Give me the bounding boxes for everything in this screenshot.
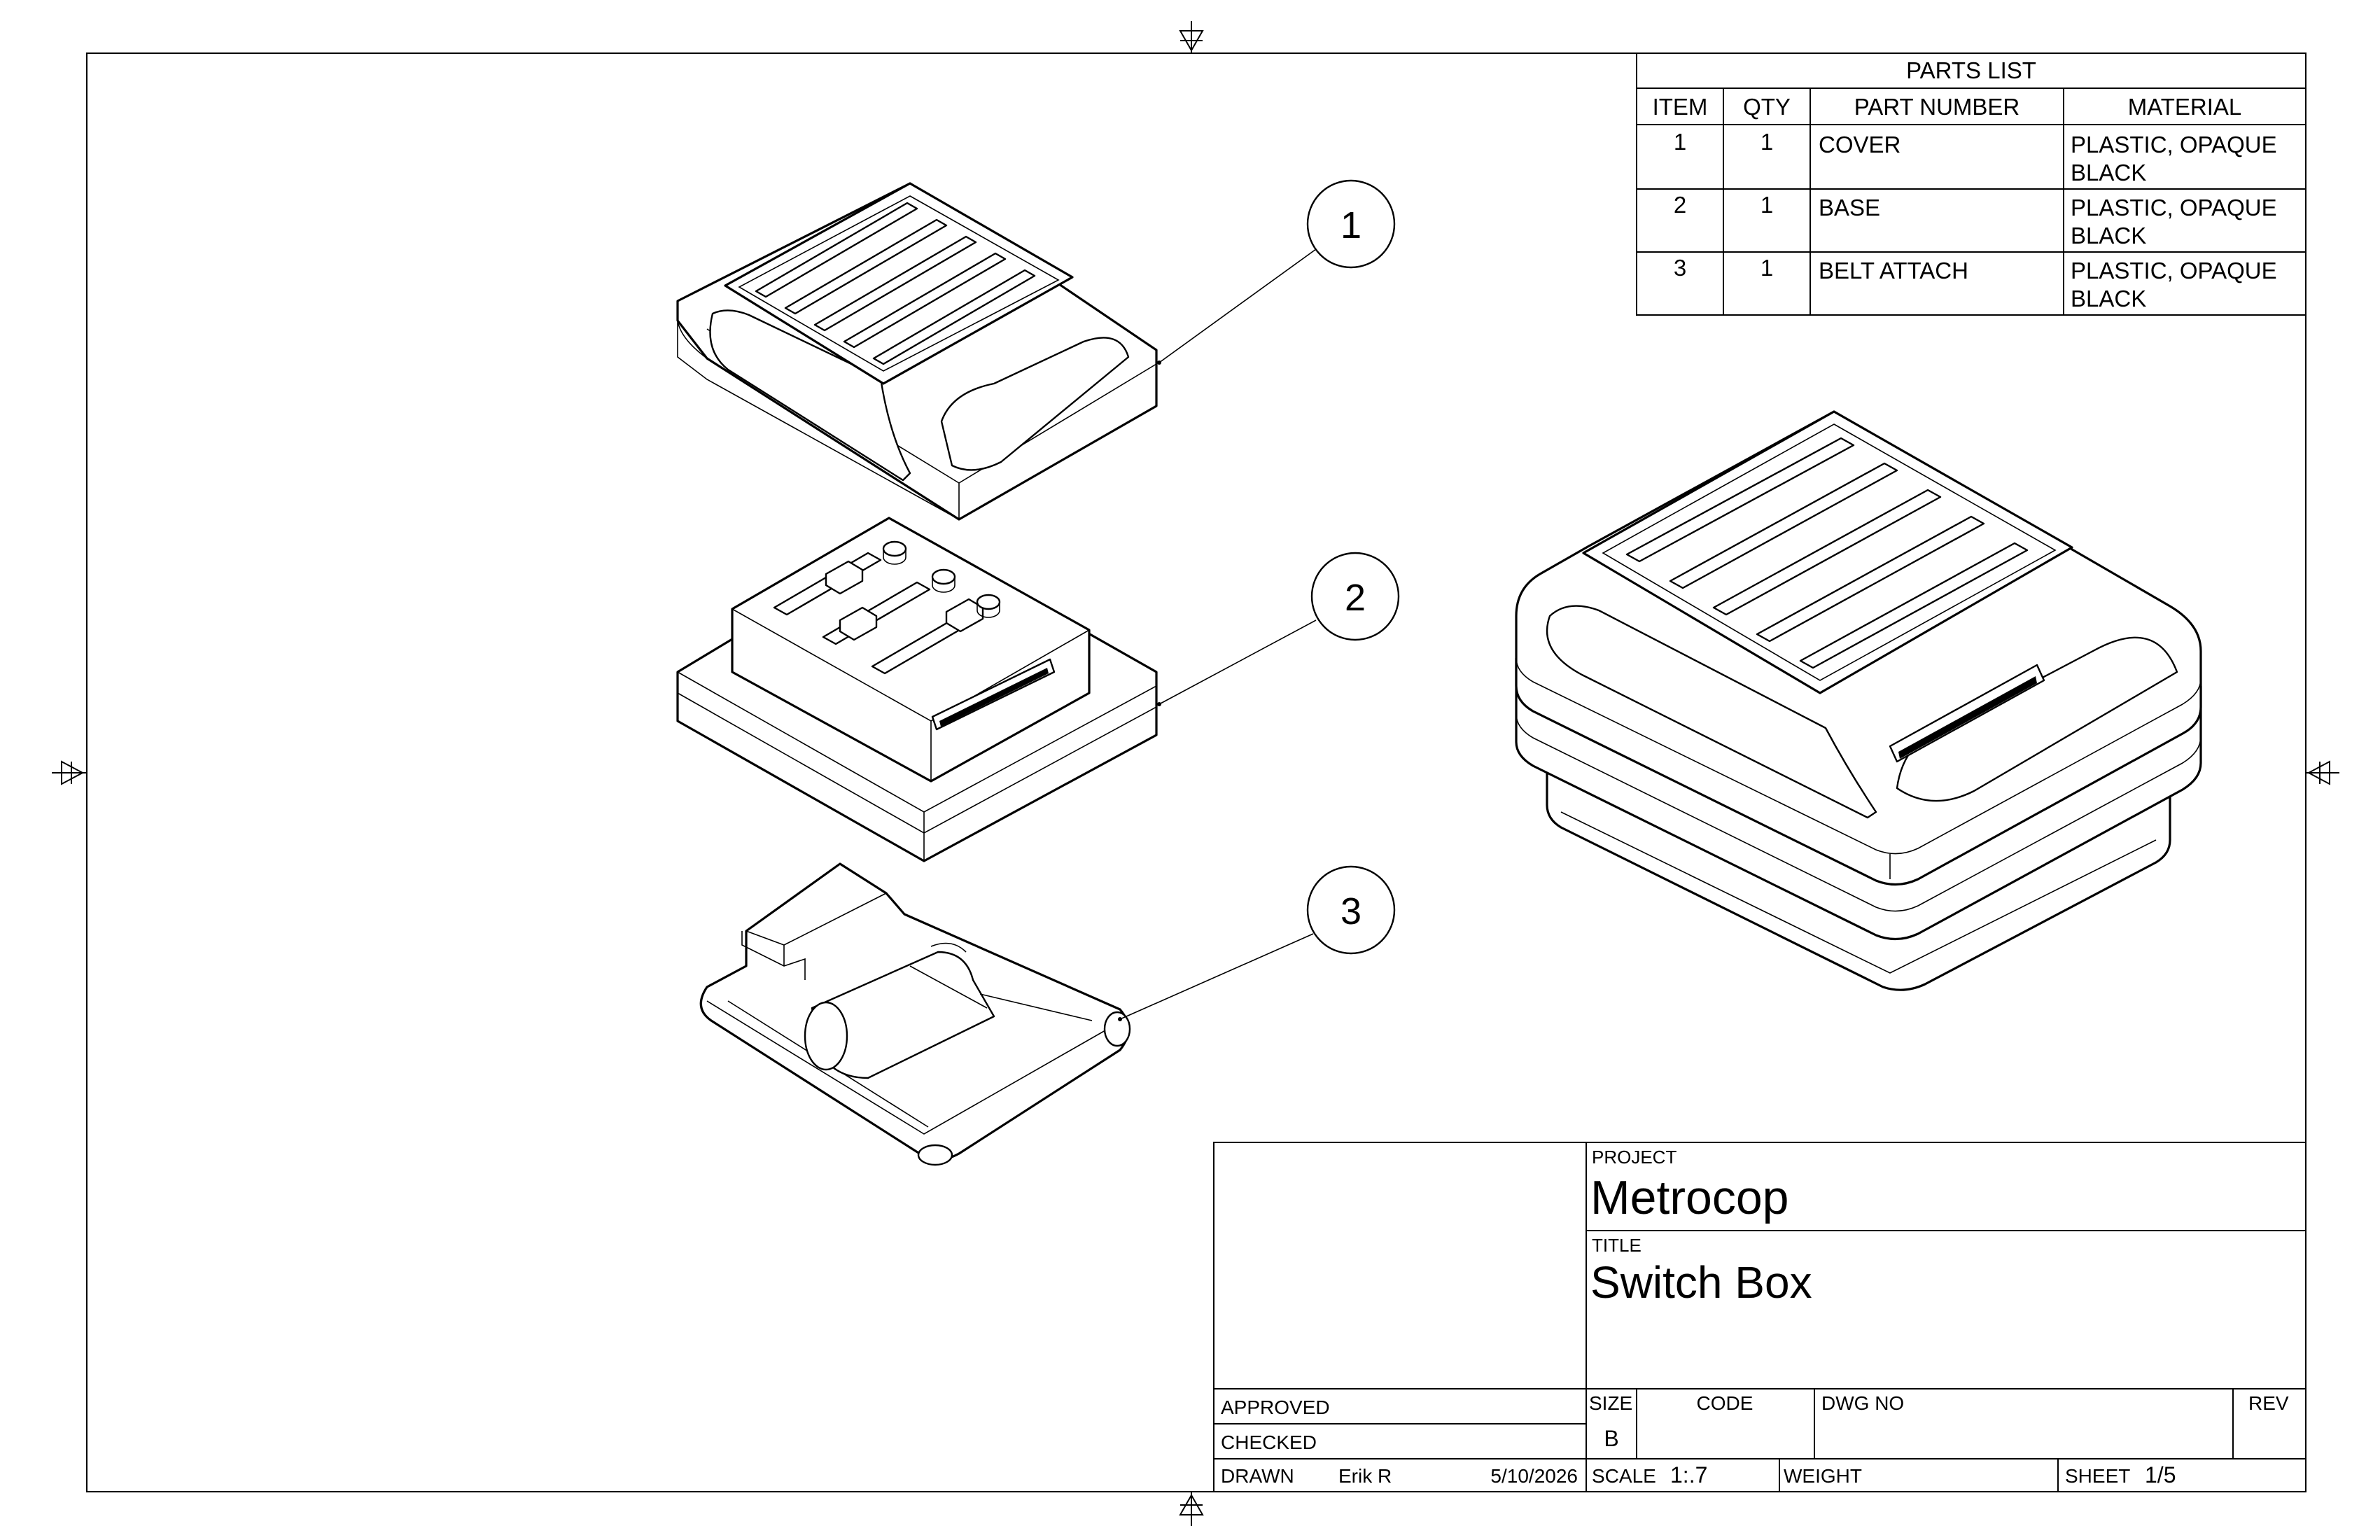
row-part-number: BELT ATTACH xyxy=(1819,258,1968,284)
dip-switch xyxy=(931,658,1056,731)
rev-label: REV xyxy=(2248,1392,2289,1414)
parts-row-1: 1 1 COVER PLASTIC, OPAQUE BLACK xyxy=(1674,129,2277,186)
drawn-label: DRAWN xyxy=(1221,1465,1294,1487)
scale-value: 1:.7 xyxy=(1670,1462,1707,1488)
belt-attach-part-view xyxy=(699,862,1131,1166)
centering-mark-bottom xyxy=(1179,1492,1204,1526)
cover-vent-slots xyxy=(755,202,1036,365)
row-material-2: BLACK xyxy=(2071,223,2146,248)
sheet-label: SHEET xyxy=(2065,1465,2130,1487)
weight-label: WEIGHT xyxy=(1784,1465,1862,1487)
row-material: PLASTIC, OPAQUE xyxy=(2071,258,2277,284)
balloon-1-label: 1 xyxy=(1340,204,1362,246)
header-item: ITEM xyxy=(1653,94,1708,120)
row-qty: 1 xyxy=(1760,255,1773,281)
cover-part-view xyxy=(676,182,1158,521)
balloon-1: 1 xyxy=(1157,179,1396,365)
assembled-view xyxy=(1515,410,2202,991)
balloon-2: 2 xyxy=(1157,552,1400,706)
parts-list: PARTS LIST ITEM QTY PART NUMBER MATERIAL… xyxy=(1636,52,2306,316)
base-part-view xyxy=(676,517,1158,862)
scale-label: SCALE xyxy=(1592,1465,1656,1487)
row-part-number: COVER xyxy=(1819,132,1900,158)
row-part-number: BASE xyxy=(1819,195,1880,220)
centering-mark-right xyxy=(2306,760,2339,785)
row-material: PLASTIC, OPAQUE xyxy=(2071,132,2277,158)
title-label: TITLE xyxy=(1592,1235,1642,1256)
row-material-2: BLACK xyxy=(2071,286,2146,312)
code-label: CODE xyxy=(1697,1392,1754,1414)
centering-mark-top xyxy=(1179,21,1204,53)
assembled-dip-switch xyxy=(1889,664,2045,763)
drawn-by: Erik R xyxy=(1338,1465,1392,1487)
header-part-number: PART NUMBER xyxy=(1854,94,2020,120)
row-material-2: BLACK xyxy=(2071,160,2146,186)
size-value: B xyxy=(1604,1426,1618,1451)
title-block: PROJECT Metrocop TITLE Switch Box APPROV… xyxy=(1213,1142,2306,1492)
approved-label: APPROVED xyxy=(1221,1396,1330,1418)
balloon-3-label: 3 xyxy=(1340,890,1362,932)
sheet-value: 1/5 xyxy=(2145,1462,2176,1488)
size-label: SIZE xyxy=(1589,1392,1632,1414)
row-item: 3 xyxy=(1674,255,1686,281)
header-qty: QTY xyxy=(1743,94,1791,120)
balloon-2-label: 2 xyxy=(1345,577,1366,619)
row-qty: 1 xyxy=(1760,192,1773,218)
project-label: PROJECT xyxy=(1592,1147,1676,1168)
drawing-title: Switch Box xyxy=(1590,1257,1812,1308)
header-material: MATERIAL xyxy=(2128,94,2242,120)
parts-list-title: PARTS LIST xyxy=(1906,57,2036,83)
project-name: Metrocop xyxy=(1590,1171,1788,1224)
parts-row-3: 3 1 BELT ATTACH PLASTIC, OPAQUE BLACK xyxy=(1674,255,2277,312)
row-item: 1 xyxy=(1674,129,1686,155)
balloon-3: 3 xyxy=(1118,865,1396,1021)
parts-row-2: 2 1 BASE PLASTIC, OPAQUE BLACK xyxy=(1674,192,2277,248)
centering-mark-left xyxy=(52,760,87,785)
dwg-no-label: DWG NO xyxy=(1821,1392,1904,1414)
checked-label: CHECKED xyxy=(1221,1432,1317,1453)
row-qty: 1 xyxy=(1760,129,1773,155)
assembled-vent-slots xyxy=(1625,437,2029,669)
drawn-date: 5/10/2026 xyxy=(1490,1465,1578,1487)
row-material: PLASTIC, OPAQUE xyxy=(2071,195,2277,220)
row-item: 2 xyxy=(1674,192,1686,218)
